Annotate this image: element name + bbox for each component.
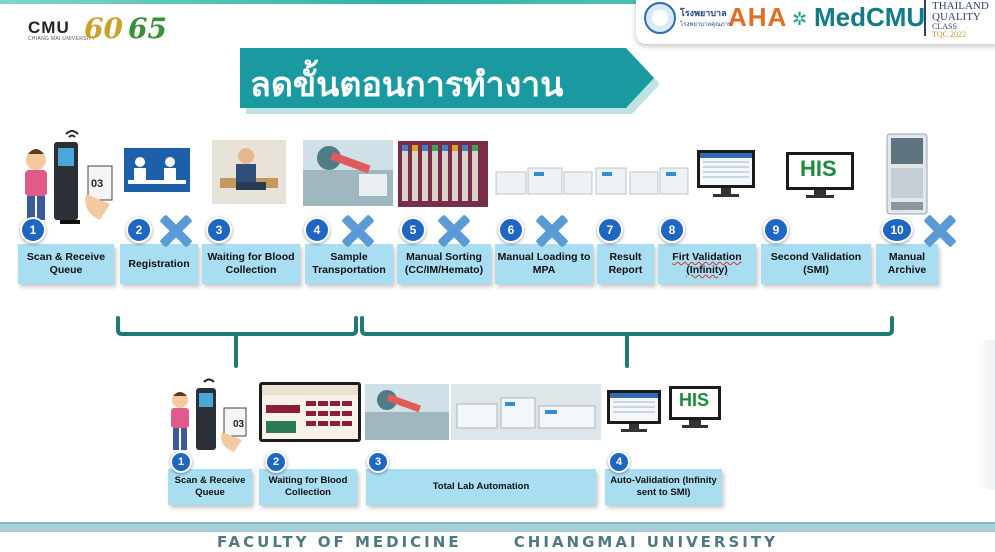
total-lab-automation-image [365,384,601,440]
footer-stripe [0,524,995,532]
after-ticket-number: 03 [233,419,245,430]
after-step-3-number: 3 [367,451,389,473]
ticket-number: 03 [91,178,104,190]
archive-machine-image [885,132,929,216]
before-step-8-number: 8 [659,217,685,243]
anniversary-65-logo: 65 [128,12,167,45]
before-step-1-number: 1 [20,217,46,243]
after-step-2-number: 2 [265,451,287,473]
tqc-logo [924,0,994,36]
footer: FACULTY OF MEDICINE CHIANGMAI UNIVERSITY [0,533,995,551]
waiting-person-image [212,140,286,204]
before-step-5-number: 5 [400,217,426,243]
his-monitor-image [784,150,856,200]
before-step-3-number: 3 [206,217,232,243]
footer-university: CHIANGMAI UNIVERSITY [513,533,778,551]
footer-stripe-dark [0,522,995,525]
medcmu-logo: MedCMU [814,2,926,32]
registration-icon-image [124,148,190,192]
anniversary-60-logo: 60 [84,12,123,45]
before-step-10-number: 10 [881,217,913,243]
before-step-8-label: Firt Validation (Infinity) [672,251,742,276]
tqc-line-3: CLASS [932,22,957,31]
top-stripe [0,0,995,4]
after-step-2-box: Waiting for Blood Collection [259,469,357,505]
before-step-1-box: Scan & Receive Queue [18,244,114,284]
before-step-8-box: Firt Validation (Infinity) [658,244,756,284]
after-step-1-number: 1 [170,451,192,473]
after-monitor-image [605,388,663,434]
before-step-7-box: Result Report [597,244,654,284]
before-step-2-number: 2 [126,217,152,243]
tqc-line-4: TQC 2022 [932,30,966,39]
after-step-4-box: Auto-Validation (Infinity sent to SMI) [605,469,722,505]
after-his-monitor-image [667,384,723,430]
before-step-9-box: Second Validation (SMI) [761,244,871,284]
before-step-6-number: 6 [498,217,524,243]
tqc-line-1: THAILAND [932,0,989,12]
tqc-line-2: QUALITY [932,11,981,23]
after-kiosk-person-image [168,376,252,454]
hospital-name: โรงพยาบาล [680,8,727,18]
before-step-7-number: 7 [597,217,623,243]
medcmu-mark-icon: ✲ [792,9,808,29]
cmu-logo: CMU [28,18,70,37]
before-step-10-box: Manual Archive [876,244,938,284]
partner-logo-panel [636,0,995,44]
kiosk-person-image [20,124,120,224]
analyzer-line-image [494,158,690,198]
after-step-3-box: Total Lab Automation [366,469,596,505]
title-banner [240,48,660,114]
page-title: ลดขั้นตอนการทำงาน [250,65,564,105]
monitor-image [695,148,757,200]
hospital-seal-icon [644,2,676,34]
footer-faculty: FACULTY OF MEDICINE [217,533,462,551]
before-step-4-number: 4 [304,217,330,243]
aha-logo: AHA [728,2,788,32]
after-step-4-number: 4 [608,451,630,473]
queue-display-image [258,381,362,443]
hospital-subtitle: โรงพยาบาลคุณภาพ [680,22,732,28]
before-step-5-label: Manual Sorting (CC/IM/Hemato) [404,251,484,276]
before-step-4-box: Sample Transportation [305,244,393,284]
after-his-label: HIS [679,390,710,410]
before-step-6-box: Manual Loading to MPA [495,244,593,284]
his-label: HIS [800,156,837,181]
cmu-logo-subtitle: CHIANG MAI UNIVERSITY [28,36,96,42]
decorative-shape [975,340,995,490]
before-step-5-box: Manual Sorting (CC/IM/Hemato) [397,244,491,284]
before-step-2-box: Registration [120,244,198,284]
sample-tubes-image [398,141,488,207]
sample-transport-image [303,140,393,206]
after-step-1-box: Scan & Receive Queue [168,469,252,505]
before-step-3-box: Waiting for Blood Collection [202,244,300,284]
before-step-9-number: 9 [763,217,789,243]
